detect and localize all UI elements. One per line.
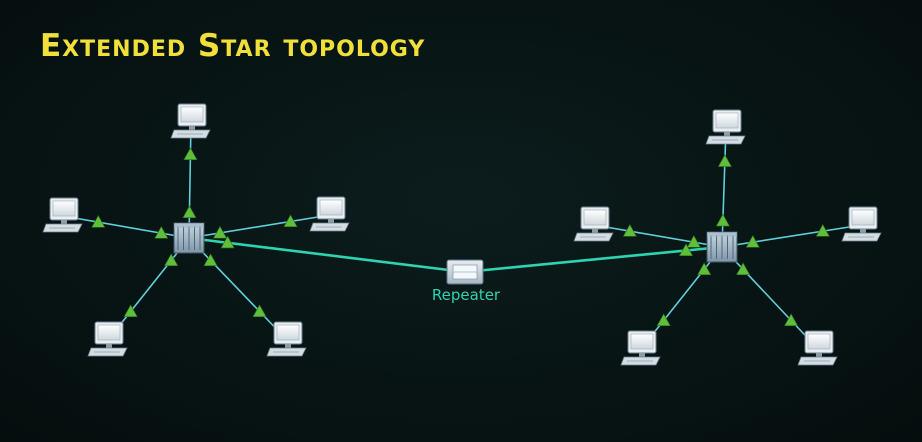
link-up-triangle-icon [815,224,830,237]
link-up-triangle-icon [213,225,228,239]
backbone-link-left [187,236,467,274]
right-hub-link-5 [721,246,819,350]
link-up-triangle-icon [182,205,197,218]
link-up-triangle-icon [283,214,298,227]
right-pc-5[interactable] [797,330,838,366]
link-indicators-layer [91,147,830,326]
right-switch[interactable] [706,231,738,263]
left-switch[interactable] [173,222,205,254]
left-pc-2[interactable] [42,197,83,233]
link-up-triangle-icon [745,235,760,248]
right-pc-1[interactable] [705,109,746,145]
right-pc-3[interactable] [841,206,882,242]
link-up-triangle-icon [717,154,732,167]
link-up-triangle-icon [784,313,799,326]
left-hub-link-1 [188,121,192,239]
link-up-triangle-icon [697,262,712,275]
left-pc-4[interactable] [87,321,128,357]
right-hub-link-2 [593,224,723,248]
left-hub-link-3 [188,214,331,239]
link-up-triangle-icon [220,235,235,249]
link-up-triangle-icon [203,253,218,266]
nodes-layer [42,103,882,366]
left-pc-5[interactable] [266,321,307,357]
link-up-triangle-icon [679,243,694,256]
link-up-triangle-icon [164,253,179,266]
link-up-triangle-icon [656,313,671,326]
repeater-label: Repeater [432,286,501,304]
link-up-triangle-icon [715,213,730,227]
link-up-triangle-icon [686,235,701,248]
repeater-device[interactable] [446,259,484,285]
link-up-triangle-icon [123,304,138,317]
left-pc-1[interactable] [170,103,211,139]
page-title: Extended Star topology [40,28,426,64]
link-up-triangle-icon [183,147,198,160]
left-hub-link-5 [188,237,288,341]
left-pc-3[interactable] [309,196,350,232]
link-up-triangle-icon [622,224,637,237]
right-pc-4[interactable] [620,330,661,366]
backbone-link-right [463,245,724,274]
link-up-triangle-icon [252,304,267,317]
link-up-triangle-icon [91,215,106,228]
right-hub-link-3 [721,224,863,248]
left-hub-link-2 [62,215,190,239]
right-pc-2[interactable] [573,206,614,242]
right-hub-link-1 [721,127,727,248]
link-up-triangle-icon [736,262,751,275]
link-up-triangle-icon [154,226,169,239]
